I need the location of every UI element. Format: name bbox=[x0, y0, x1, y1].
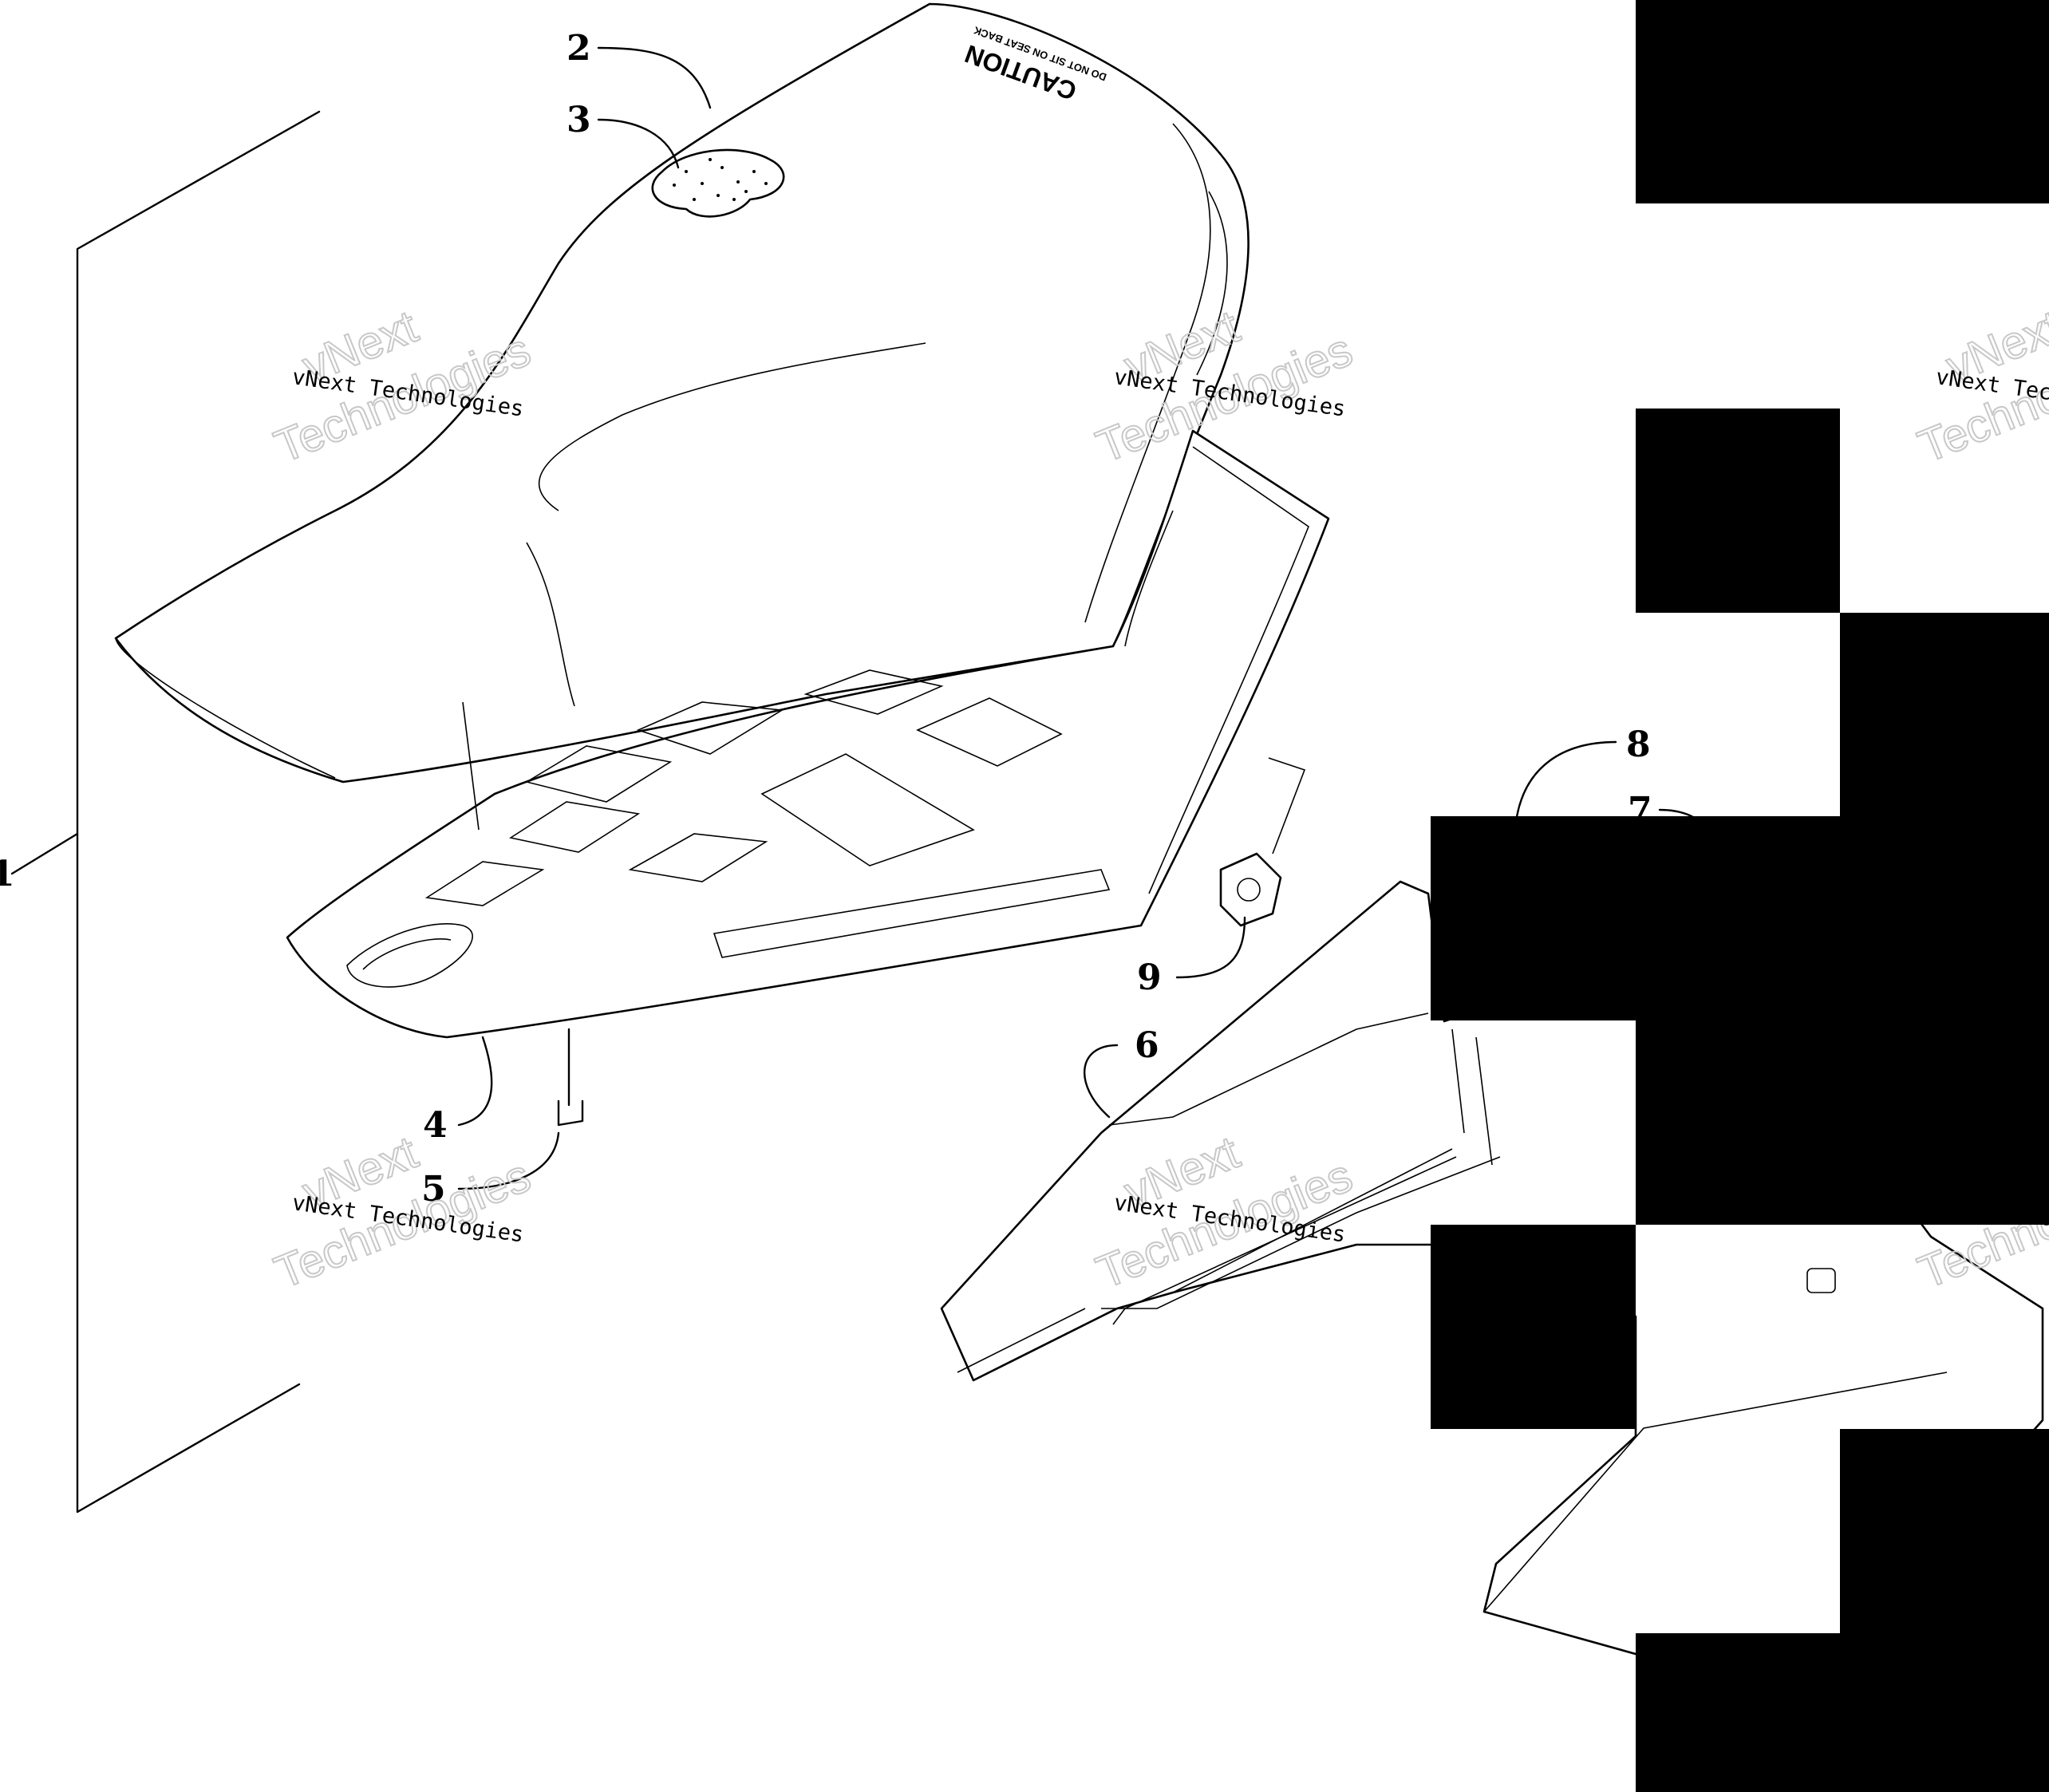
callout-4: 4 bbox=[423, 1036, 493, 1146]
callout-3-label: 3 bbox=[567, 100, 591, 140]
watermark-3: vNext Technologies vNext Technologies bbox=[266, 1126, 538, 1300]
callout-9: 9 bbox=[1137, 916, 1246, 998]
mask-block bbox=[1840, 1429, 2049, 1633]
bracket-frame bbox=[76, 110, 321, 1514]
watermark-5: vNext Technologies vNext Technologies bbox=[1910, 300, 2049, 474]
callout-2-label: 2 bbox=[567, 28, 591, 69]
latch-bracket bbox=[1219, 757, 1306, 927]
callout-3: 3 bbox=[567, 100, 680, 169]
callout-9-label: 9 bbox=[1137, 957, 1162, 998]
redaction-masks bbox=[1431, 0, 2049, 1792]
callout-5-label: 5 bbox=[421, 1169, 446, 1210]
mask-block bbox=[1431, 816, 2049, 1020]
seat-base bbox=[286, 429, 1330, 1039]
mask-block bbox=[1636, 1633, 2049, 1792]
callout-8-label: 8 bbox=[1626, 724, 1651, 765]
callout-4-label: 4 bbox=[423, 1105, 448, 1146]
callout-2: 2 bbox=[567, 28, 712, 109]
mask-block bbox=[1636, 409, 1840, 613]
mask-block bbox=[1431, 1225, 1636, 1429]
callout-1: 1 bbox=[0, 832, 79, 894]
mask-block bbox=[1840, 613, 2049, 816]
mask-block bbox=[1636, 1020, 2049, 1225]
callouts: 1 2 3 4 5 6 7 8 bbox=[0, 28, 1709, 1210]
callout-6-label: 6 bbox=[1135, 1025, 1159, 1066]
mask-block bbox=[1636, 0, 2049, 203]
clip bbox=[557, 1028, 584, 1127]
callout-8: 8 bbox=[1514, 724, 1651, 823]
callout-5: 5 bbox=[421, 1131, 560, 1210]
callout-6: 6 bbox=[1083, 1025, 1159, 1119]
foam-patch bbox=[651, 148, 785, 218]
callout-1-label: 1 bbox=[0, 854, 15, 894]
